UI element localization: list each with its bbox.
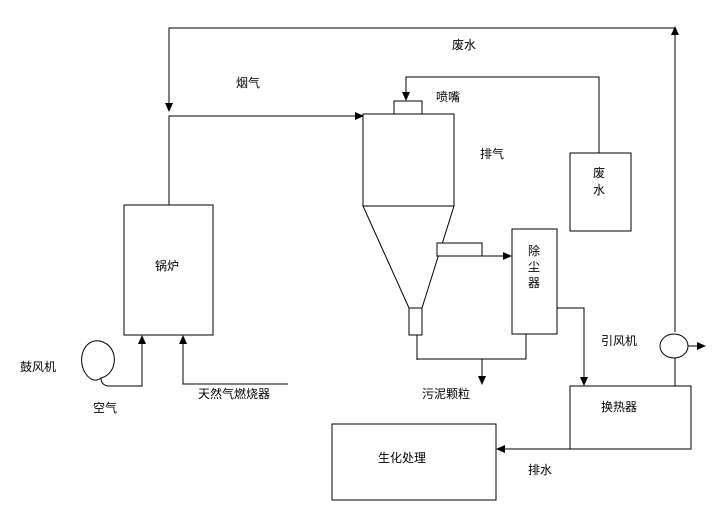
blower-icon bbox=[81, 340, 115, 381]
dust-remover-box bbox=[511, 228, 558, 335]
label-induced-fan: 引风机 bbox=[601, 334, 637, 348]
spray-tower-cone bbox=[362, 205, 455, 309]
burner-arrow bbox=[179, 335, 187, 344]
label-boiler: 锅炉 bbox=[155, 258, 179, 273]
label-flue-gas: 烟气 bbox=[236, 75, 260, 90]
nozzle-box bbox=[393, 100, 423, 115]
label-drainage: 排水 bbox=[528, 463, 552, 477]
label-dust-remover: 除尘器 bbox=[528, 243, 540, 290]
sludge-line bbox=[417, 334, 527, 360]
burner-line bbox=[182, 339, 288, 385]
label-gas-burner: 天然气燃烧器 bbox=[198, 386, 270, 401]
waste-water-arrow-up bbox=[671, 26, 679, 35]
dust-to-heat-line bbox=[557, 307, 585, 382]
label-nozzle: 喷嘴 bbox=[436, 90, 460, 104]
label-waste-water-box: 废水 bbox=[593, 165, 605, 197]
heat-exchanger-box bbox=[569, 385, 692, 450]
flue-gas-line bbox=[168, 115, 360, 205]
waste-water-feed-line bbox=[405, 76, 600, 153]
sludge-arrow bbox=[478, 376, 486, 385]
label-biochemical-treatment: 生化处理 bbox=[378, 451, 426, 465]
spray-tower-body bbox=[362, 113, 455, 207]
exhaust-duct bbox=[436, 242, 483, 257]
label-blower: 鼓风机 bbox=[20, 360, 56, 374]
label-air: 空气 bbox=[93, 400, 117, 415]
tower-outlet bbox=[408, 307, 423, 336]
label-exhaust: 排气 bbox=[480, 146, 504, 161]
dust-to-heat-arrow bbox=[580, 377, 588, 386]
blower-air-arrow bbox=[138, 335, 146, 344]
biochemical-treatment-box bbox=[331, 423, 497, 501]
exhaust-arrow bbox=[503, 252, 512, 260]
blower-air-line bbox=[100, 339, 143, 387]
drainage-arrow bbox=[496, 445, 505, 453]
waste-water-feed-arrow bbox=[402, 92, 410, 101]
waste-water-tank bbox=[569, 152, 632, 232]
waste-water-arrow-down bbox=[165, 103, 173, 112]
induced-fan-icon bbox=[659, 333, 689, 359]
waste-water-return-line bbox=[168, 27, 676, 332]
fan-outlet-arrow bbox=[697, 342, 706, 350]
flue-gas-arrow bbox=[355, 112, 364, 120]
boiler-box bbox=[123, 204, 214, 336]
label-heat-exchanger: 换热器 bbox=[601, 400, 637, 414]
label-sludge-particles: 污泥颗粒 bbox=[422, 386, 470, 401]
label-waste-water-top: 废水 bbox=[452, 37, 476, 52]
